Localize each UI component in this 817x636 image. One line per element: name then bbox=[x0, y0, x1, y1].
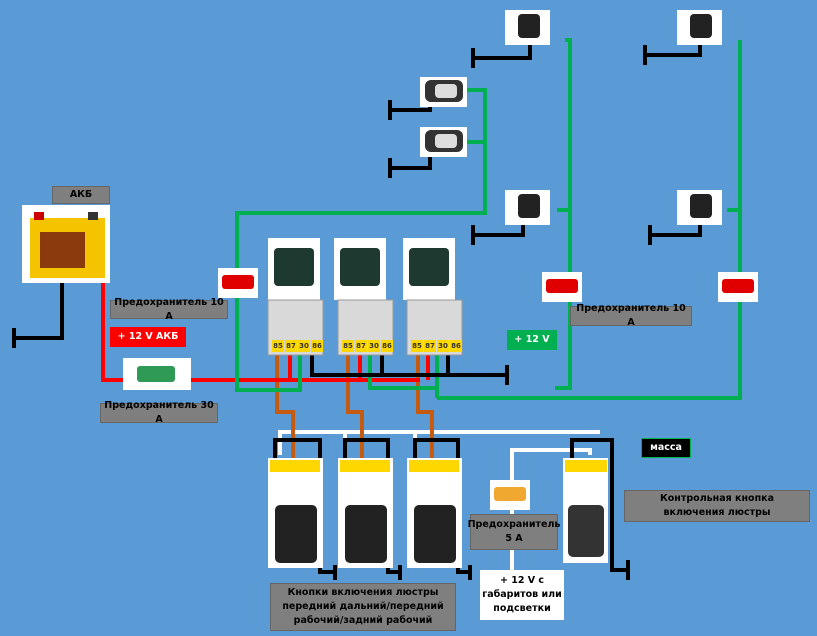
fuse-10a-right-label: Предохранитель 10 А bbox=[570, 303, 692, 328]
pin-86: 86 bbox=[381, 340, 393, 352]
fuse-30a-label: Предохранитель 30 А bbox=[100, 400, 218, 425]
control-button-label: Контрольная кнопка включения люстры bbox=[624, 490, 810, 522]
pin-87: 87 bbox=[355, 340, 367, 352]
pin-87: 87 bbox=[424, 340, 436, 352]
plus12-label: + 12 V bbox=[507, 330, 557, 350]
battery bbox=[22, 205, 110, 283]
buttons-label: Кнопки включения люстры передний дальний… bbox=[270, 583, 456, 631]
switches bbox=[268, 458, 608, 568]
lamp-icons bbox=[420, 10, 722, 225]
battery-label: АКБ bbox=[52, 186, 110, 204]
pin-85: 85 bbox=[272, 340, 284, 352]
pin-30: 30 bbox=[368, 340, 380, 352]
ground-label: масса bbox=[641, 438, 691, 458]
ground-wire bbox=[12, 38, 702, 580]
pin-85: 85 bbox=[342, 340, 354, 352]
fuse-icons bbox=[123, 268, 758, 510]
plus12-lights-label: + 12 V с габаритов или подсветки bbox=[480, 570, 564, 620]
plus12-battery-label: + 12 V АКБ bbox=[110, 327, 186, 347]
pin-30: 30 bbox=[437, 340, 449, 352]
pin-86: 86 bbox=[311, 340, 323, 352]
pin-85: 85 bbox=[411, 340, 423, 352]
pin-86: 86 bbox=[450, 340, 462, 352]
fuse-5a-label: Предохранитель 5 А bbox=[468, 514, 560, 550]
battery-plus-wire bbox=[101, 282, 430, 382]
fuse-10a-left-label: Предохранитель 10 А bbox=[110, 297, 228, 322]
relays bbox=[267, 238, 463, 356]
pin-30: 30 bbox=[298, 340, 310, 352]
pin-87: 87 bbox=[285, 340, 297, 352]
